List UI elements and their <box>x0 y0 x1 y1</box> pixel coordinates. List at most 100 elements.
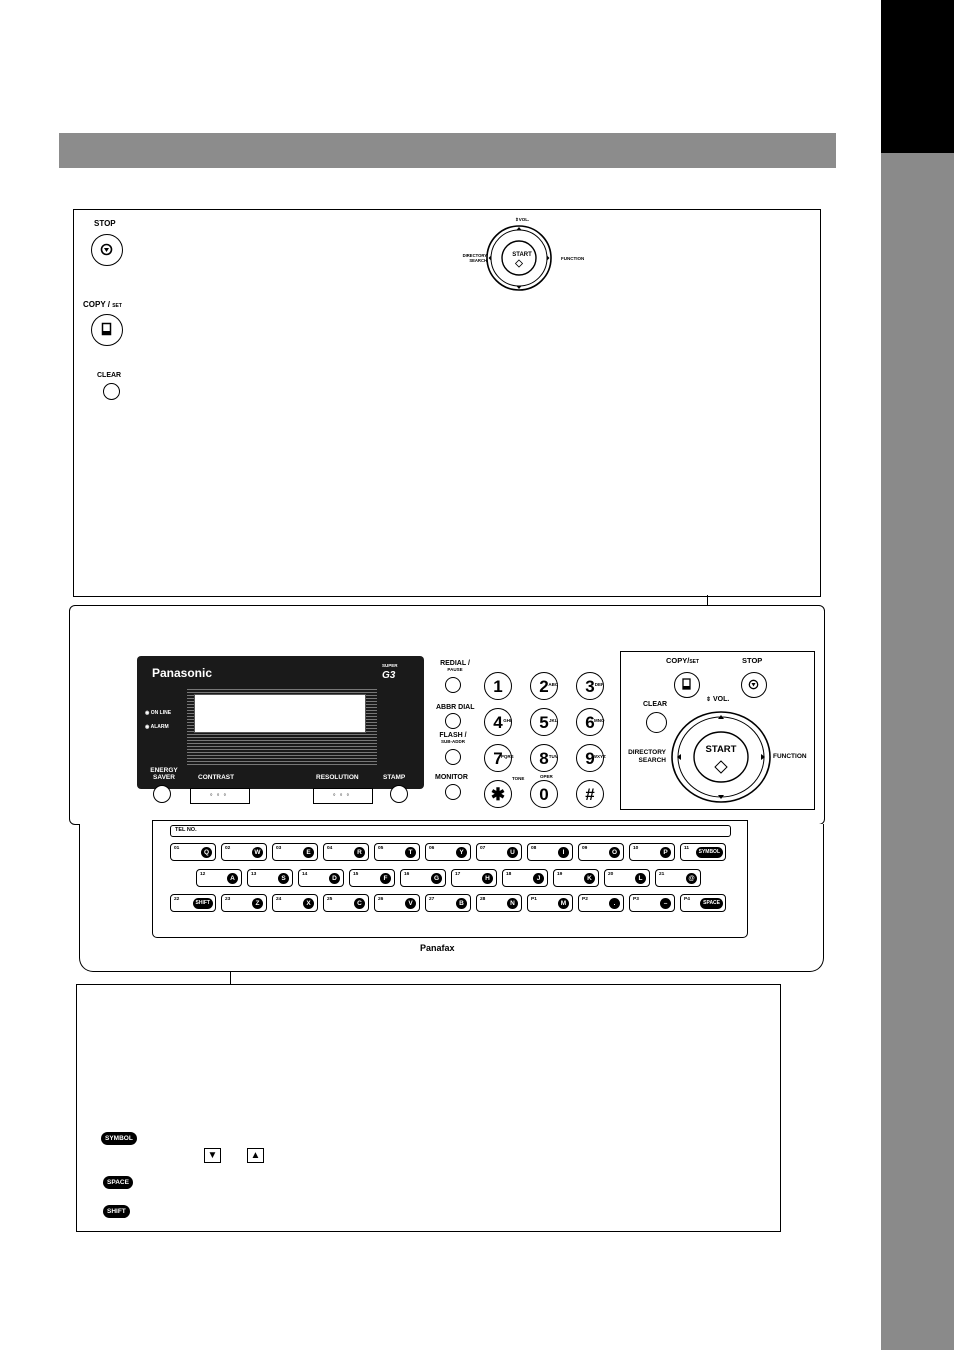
one-touch-letter: T <box>405 847 416 858</box>
dial-digit: 4 <box>493 713 503 732</box>
dial-letters: WXYZ <box>592 754 606 759</box>
one-touch-key[interactable]: P2. <box>578 894 624 912</box>
panafax-logo: Panafax <box>420 943 455 953</box>
one-touch-key[interactable]: 08 I <box>527 843 573 861</box>
copy-set-sub: SET <box>112 303 122 309</box>
panel-copy-button[interactable] <box>674 672 700 698</box>
panel-navigation-ring[interactable] <box>670 710 772 804</box>
dial-digit: 8 <box>539 749 549 768</box>
dial-letters: DEF <box>594 682 604 687</box>
contrast-switch[interactable]: ◦◦◦ <box>190 788 250 804</box>
one-touch-number: 08 <box>531 846 537 851</box>
monitor-button[interactable] <box>445 784 461 800</box>
one-touch-key[interactable]: P3– <box>629 894 675 912</box>
stop-button[interactable] <box>91 234 123 266</box>
dial-digit: # <box>585 785 595 804</box>
brand-logo: Panasonic <box>152 666 213 680</box>
clear-key-label: CLEAR <box>97 372 122 379</box>
oper-label: OPER <box>540 774 553 779</box>
panel-clear-button[interactable] <box>646 712 667 733</box>
contrast-positions-icon: ◦◦◦ <box>209 790 231 799</box>
one-touch-number: 28 <box>480 897 486 902</box>
dial-digit: 9 <box>585 749 595 768</box>
one-touch-letter: N <box>507 898 518 909</box>
one-touch-number: 09 <box>582 846 588 851</box>
clear-button[interactable] <box>103 383 120 400</box>
one-touch-letter: O <box>609 847 620 858</box>
dial-key-0[interactable]: 0 <box>530 780 558 808</box>
resolution-switch[interactable]: ◦◦◦ <box>313 788 373 804</box>
monitor-label: MONITOR <box>435 774 468 781</box>
down-arrow-key-icon: ▼ <box>204 1148 221 1163</box>
resolution-positions-icon: ◦◦◦ <box>332 790 354 799</box>
dial-key-star[interactable]: ✱ <box>484 780 512 808</box>
dial-digit: ✱ <box>490 785 506 804</box>
one-touch-key[interactable]: 21@ <box>655 869 701 887</box>
stamp-button[interactable] <box>390 785 408 803</box>
panel-stop-button[interactable] <box>741 672 767 698</box>
dial-letters: TUV <box>548 754 558 759</box>
panel-directory-label: DIRECTORY SEARCH <box>628 749 666 764</box>
flash-button[interactable] <box>445 749 461 765</box>
abbr-dial-button[interactable] <box>445 713 461 729</box>
one-touch-letter: SYMBOL <box>695 847 723 858</box>
redial-button[interactable] <box>445 677 461 693</box>
dial-key-1[interactable]: 1 <box>484 672 512 700</box>
dial-digit: 2 <box>539 677 549 696</box>
one-touch-key[interactable]: 09 O <box>578 843 624 861</box>
super-label: SUPER <box>382 663 398 668</box>
energy-saver-button[interactable] <box>153 785 171 803</box>
key-legend-top-box: STOP COPY / SET CLEAR ⇕VOL. DIRECTORY SE… <box>73 209 821 597</box>
up-arrow-key-icon: ▲ <box>247 1148 264 1163</box>
section-header-bar <box>59 133 836 168</box>
one-touch-letter: W <box>252 847 263 858</box>
one-touch-key[interactable]: 28 N <box>476 894 522 912</box>
space-key-icon: SPACE <box>103 1176 133 1189</box>
dial-digit: 7 <box>493 749 503 768</box>
dial-digit: 5 <box>539 713 549 732</box>
lcd-screen <box>194 694 366 733</box>
stop-key-label: STOP <box>94 219 116 228</box>
copy-button[interactable] <box>91 314 123 346</box>
panel-stop-label: STOP <box>742 656 763 665</box>
one-touch-letter: U <box>507 847 518 858</box>
one-touch-letter: I <box>558 847 569 858</box>
nav-start-label[interactable]: START <box>512 252 532 258</box>
one-touch-number: 27 <box>429 897 435 902</box>
dial-key-hash[interactable]: # <box>576 780 604 808</box>
